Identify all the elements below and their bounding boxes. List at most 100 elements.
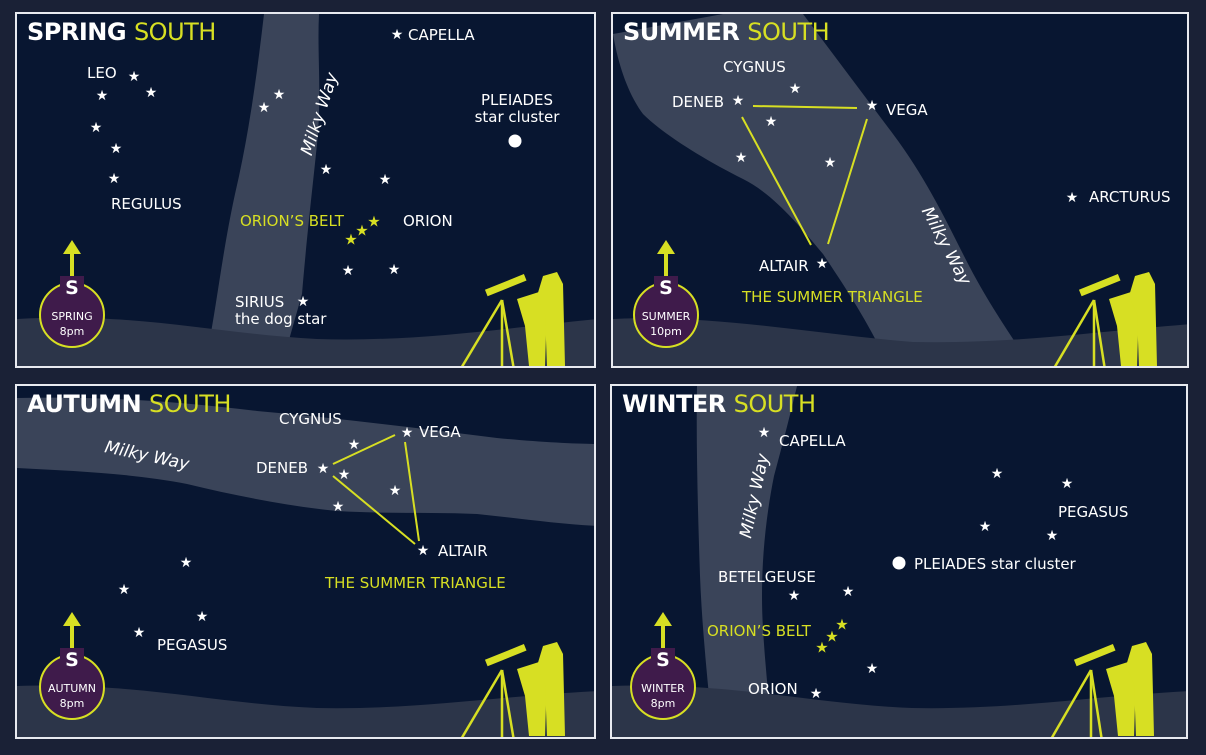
star-icon: ★ <box>319 162 333 178</box>
label-altair: ALTAIR <box>438 542 488 560</box>
arrow-shaft <box>661 624 665 648</box>
star-icon: ★ <box>388 483 402 499</box>
milky-way-band <box>207 14 320 354</box>
star-icon: ★ <box>347 437 361 453</box>
label-pegasus: PEGASUS <box>1058 503 1129 521</box>
label-orions-belt: ORION’S BELT <box>707 622 811 640</box>
star-icon: ★ <box>107 171 121 187</box>
star-icon: ★ <box>89 120 103 136</box>
direction-badge: S SPRING 8pm <box>39 240 105 350</box>
label-pleiades-name: PLEIADES <box>480 91 554 109</box>
belt-star-icon: ★ <box>355 221 369 240</box>
triangle-line <box>827 118 868 245</box>
label-cygnus: CYGNUS <box>723 58 786 76</box>
star-icon: ★ <box>195 609 209 625</box>
label-pleiades-sub: star cluster <box>474 107 560 126</box>
label-orion: ORION <box>403 212 453 230</box>
arrow-shaft <box>70 624 74 648</box>
star-icon: ★ <box>788 81 802 97</box>
stargazers-icon <box>460 642 565 737</box>
belt-star-icon: ★ <box>815 638 829 657</box>
star-icon: ★ <box>815 256 829 272</box>
arrow-up-icon <box>654 612 672 626</box>
label-altair: ALTAIR <box>759 257 809 275</box>
label-orions-belt: ORION’S BELT <box>240 212 344 230</box>
belt-star-icon: ★ <box>835 615 849 634</box>
horizon-ground <box>17 317 594 366</box>
label-sirius-sub: the dog star <box>235 309 327 328</box>
badge-letter: S <box>651 648 675 671</box>
star-icon: ★ <box>823 155 837 171</box>
star-icon: ★ <box>1065 190 1079 206</box>
title-direction: SOUTH <box>133 18 216 46</box>
arrow-shaft <box>664 252 668 276</box>
badge-time: 8pm <box>650 697 676 710</box>
star-cluster-icon <box>892 556 906 570</box>
badge-time: 10pm <box>650 325 682 338</box>
winter-south-panel: WINTER SOUTH Milky Way ★ CAPELLA ★ ★ PEG… <box>610 384 1188 739</box>
badge-letter: S <box>60 648 84 671</box>
belt-star-icon: ★ <box>825 627 839 646</box>
label-arcturus: ARCTURUS <box>1089 188 1171 206</box>
label-capella: CAPELLA <box>408 26 475 44</box>
star-icon: ★ <box>132 625 146 641</box>
star-icon: ★ <box>272 87 286 103</box>
title-direction: SOUTH <box>747 18 830 46</box>
summer-south-panel: SUMMER SOUTH Milky Way CYGNUS ★ DENEB ★ … <box>611 12 1189 368</box>
horizon-ground <box>613 318 1187 366</box>
badge-time: 8pm <box>59 697 85 710</box>
label-deneb: DENEB <box>256 459 309 477</box>
star-icon: ★ <box>757 425 771 441</box>
spring-sky-background <box>17 14 594 366</box>
label-sirius-name: SIRIUS <box>235 293 285 311</box>
label-cygnus: CYGNUS <box>279 410 342 428</box>
star-icon: ★ <box>95 88 109 104</box>
arrow-up-icon <box>657 240 675 254</box>
badge-season: SPRING <box>51 310 93 323</box>
title-direction: SOUTH <box>733 390 816 418</box>
triangle-line <box>332 434 396 465</box>
direction-badge: S WINTER 8pm <box>630 612 696 722</box>
star-icon: ★ <box>390 27 404 43</box>
star-icon: ★ <box>734 150 748 166</box>
arrow-up-icon <box>63 240 81 254</box>
stargazers-icon <box>1053 272 1157 366</box>
star-icon: ★ <box>331 499 345 515</box>
label-capella: CAPELLA <box>779 432 846 450</box>
summer-sky-background <box>613 14 1187 366</box>
belt-star-icon: ★ <box>344 230 358 249</box>
label-betelgeuse: BETELGEUSE <box>718 568 816 586</box>
label-vega: VEGA <box>886 101 928 119</box>
title-season: SUMMER <box>623 18 740 46</box>
badge-season: WINTER <box>641 682 685 695</box>
triangle-line <box>332 475 416 545</box>
milky-way-band <box>17 397 594 526</box>
triangle-line <box>752 105 858 109</box>
star-icon: ★ <box>764 114 778 130</box>
triangle-line <box>741 116 812 246</box>
star-icon: ★ <box>109 141 123 157</box>
star-icon: ★ <box>731 93 745 109</box>
stargazers-icon <box>1050 642 1154 737</box>
panel-title: SPRING SOUTH <box>27 18 216 46</box>
spring-south-panel: SPRING SOUTH Milky Way ★ CAPELLA LEO ★ ★… <box>15 12 596 368</box>
badge-letter: S <box>60 276 84 299</box>
title-season: AUTUMN <box>27 390 142 418</box>
label-vega: VEGA <box>419 423 461 441</box>
horizon-ground <box>17 685 594 737</box>
star-icon: ★ <box>787 588 801 604</box>
star-icon: ★ <box>387 262 401 278</box>
star-icon: ★ <box>416 543 430 559</box>
star-icon: ★ <box>865 98 879 114</box>
star-icon: ★ <box>978 519 992 535</box>
horizon-ground <box>612 685 1186 737</box>
star-icon: ★ <box>144 85 158 101</box>
panel-title: WINTER SOUTH <box>622 390 816 418</box>
stargazers-icon <box>460 272 565 366</box>
arrow-shaft <box>70 252 74 276</box>
direction-badge: S SUMMER 10pm <box>633 240 699 350</box>
belt-star-icon: ★ <box>367 212 381 231</box>
star-icon: ★ <box>127 69 141 85</box>
